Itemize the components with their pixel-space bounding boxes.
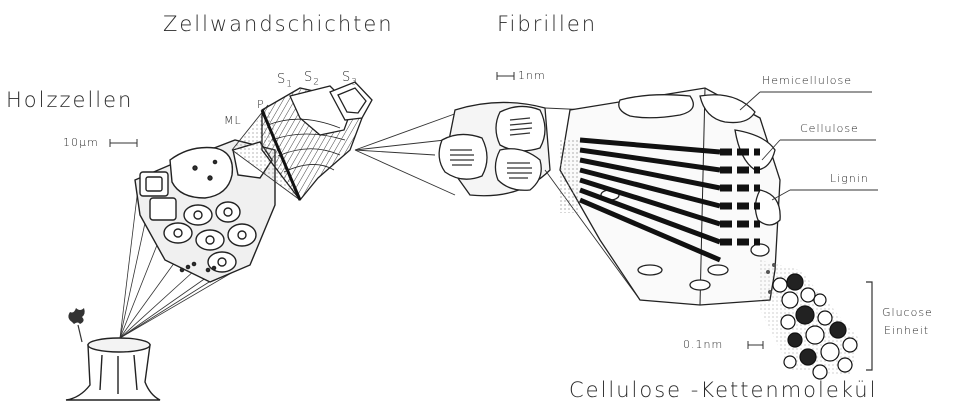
fibril-bundle xyxy=(439,102,550,195)
label-s1-sub: 1 xyxy=(286,80,293,90)
label-s2-main: S xyxy=(304,70,313,85)
label-p: P xyxy=(257,98,265,111)
label-fibrillen: Fibrillen xyxy=(497,12,597,36)
oak-leaf-icon xyxy=(68,308,84,342)
label-s3: S3 xyxy=(342,70,358,88)
stipple-band xyxy=(560,138,578,213)
label-ml: ML xyxy=(224,114,242,127)
scale-bar-1nm xyxy=(497,72,514,80)
scale-bar-0-1nm xyxy=(748,341,763,349)
label-s1-main: S xyxy=(277,72,286,87)
label-s1: S1 xyxy=(277,72,293,90)
label-cellulose: Cellulose xyxy=(800,122,859,135)
label-lignin: Lignin xyxy=(830,172,869,185)
label-scale-10um: 10µm xyxy=(63,136,99,149)
label-holzzellen: Holzzellen xyxy=(6,88,133,112)
glucose-bracket xyxy=(866,282,872,370)
label-glucose: Glucose xyxy=(882,306,933,319)
tree-stump-icon xyxy=(66,338,160,400)
label-scale-0-1nm: 0.1nm xyxy=(683,338,723,351)
label-einheit: Einheit xyxy=(884,324,929,337)
label-s3-sub: 3 xyxy=(351,78,358,88)
label-cellulose-kettenmolekuel: Cellulose -Kettenmolekül xyxy=(569,378,877,402)
label-s3-main: S xyxy=(342,70,351,85)
label-hemicellulose: Hemicellulose xyxy=(762,74,852,87)
label-zellwandschichten: Zellwandschichten xyxy=(163,12,394,36)
label-s2: S2 xyxy=(304,70,320,88)
label-s2-sub: 2 xyxy=(313,78,320,88)
scale-bar-10um xyxy=(110,139,137,147)
label-scale-1nm: 1nm xyxy=(518,69,546,82)
